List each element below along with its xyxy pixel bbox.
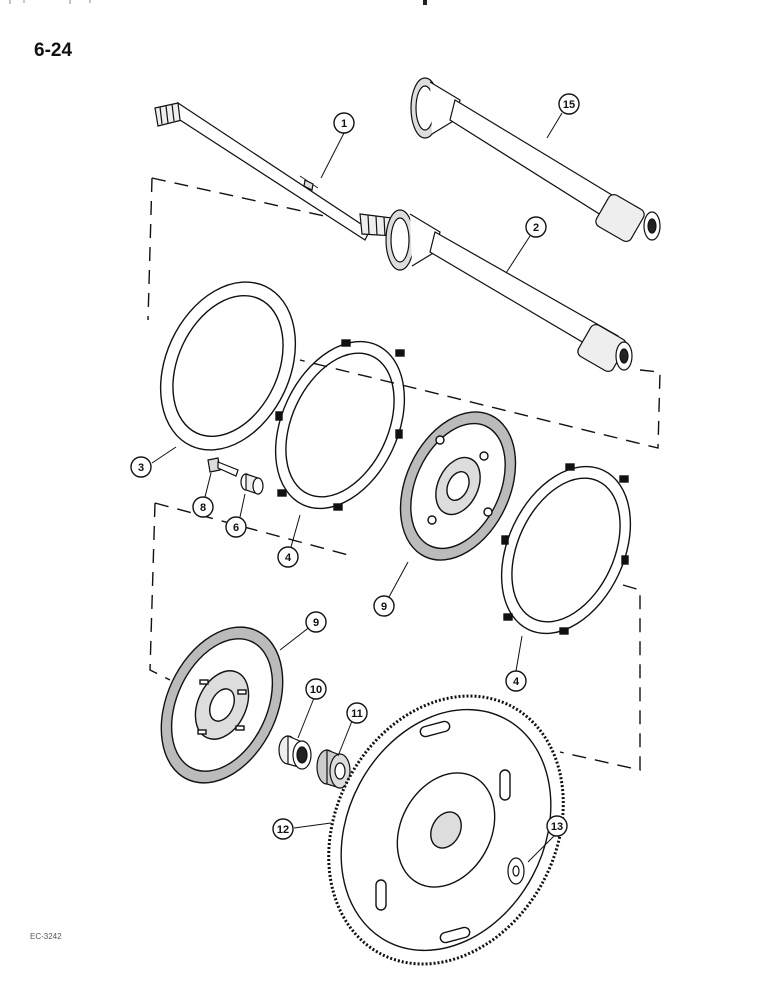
- callout-4-lower: 4: [513, 676, 520, 688]
- spur-gear-icon: [316, 749, 351, 789]
- dashed-group-upper: [147, 177, 661, 449]
- callout-2: 2: [533, 222, 539, 234]
- separator-plate-icon: [274, 339, 406, 511]
- spacer-icon: [240, 473, 264, 495]
- figure-code: EC-3242: [30, 932, 62, 941]
- callout-3: 3: [138, 462, 144, 474]
- leader-lines: [151, 112, 563, 863]
- friction-disc-icon: [399, 411, 517, 561]
- friction-disc-icon: [160, 626, 284, 784]
- top-edge-marks: [9, 0, 427, 5]
- callout-9-upper: 9: [381, 601, 387, 613]
- callout-13: 13: [551, 821, 563, 833]
- steel-plate-icon: [159, 281, 297, 451]
- separator-plate-icon: [500, 463, 632, 635]
- callout-8: 8: [200, 502, 206, 514]
- callout-12: 12: [277, 824, 289, 836]
- flywheel-icon: [327, 694, 565, 966]
- callout-15: 15: [563, 99, 575, 111]
- callout-4-upper: 4: [285, 552, 292, 564]
- bushing-icon: [278, 735, 312, 770]
- gear-shaft-icon: [410, 77, 661, 242]
- callout-9-lower: 9: [313, 617, 319, 629]
- washer-icon: [507, 857, 525, 885]
- callout-labels: 1 15 2 3 8 6 4 9 9 4 10 11 12 13: [138, 99, 575, 836]
- shaft-icon: [154, 101, 395, 241]
- gear-shaft-icon: [385, 209, 633, 372]
- callout-1: 1: [341, 118, 347, 130]
- callout-6: 6: [233, 522, 239, 534]
- callout-11: 11: [351, 708, 363, 720]
- page-number: 6-24: [34, 40, 73, 61]
- callout-bubbles: [130, 93, 580, 840]
- bolt-icon: [207, 457, 239, 477]
- callout-10: 10: [310, 684, 322, 696]
- dashed-group-lower: [149, 502, 641, 771]
